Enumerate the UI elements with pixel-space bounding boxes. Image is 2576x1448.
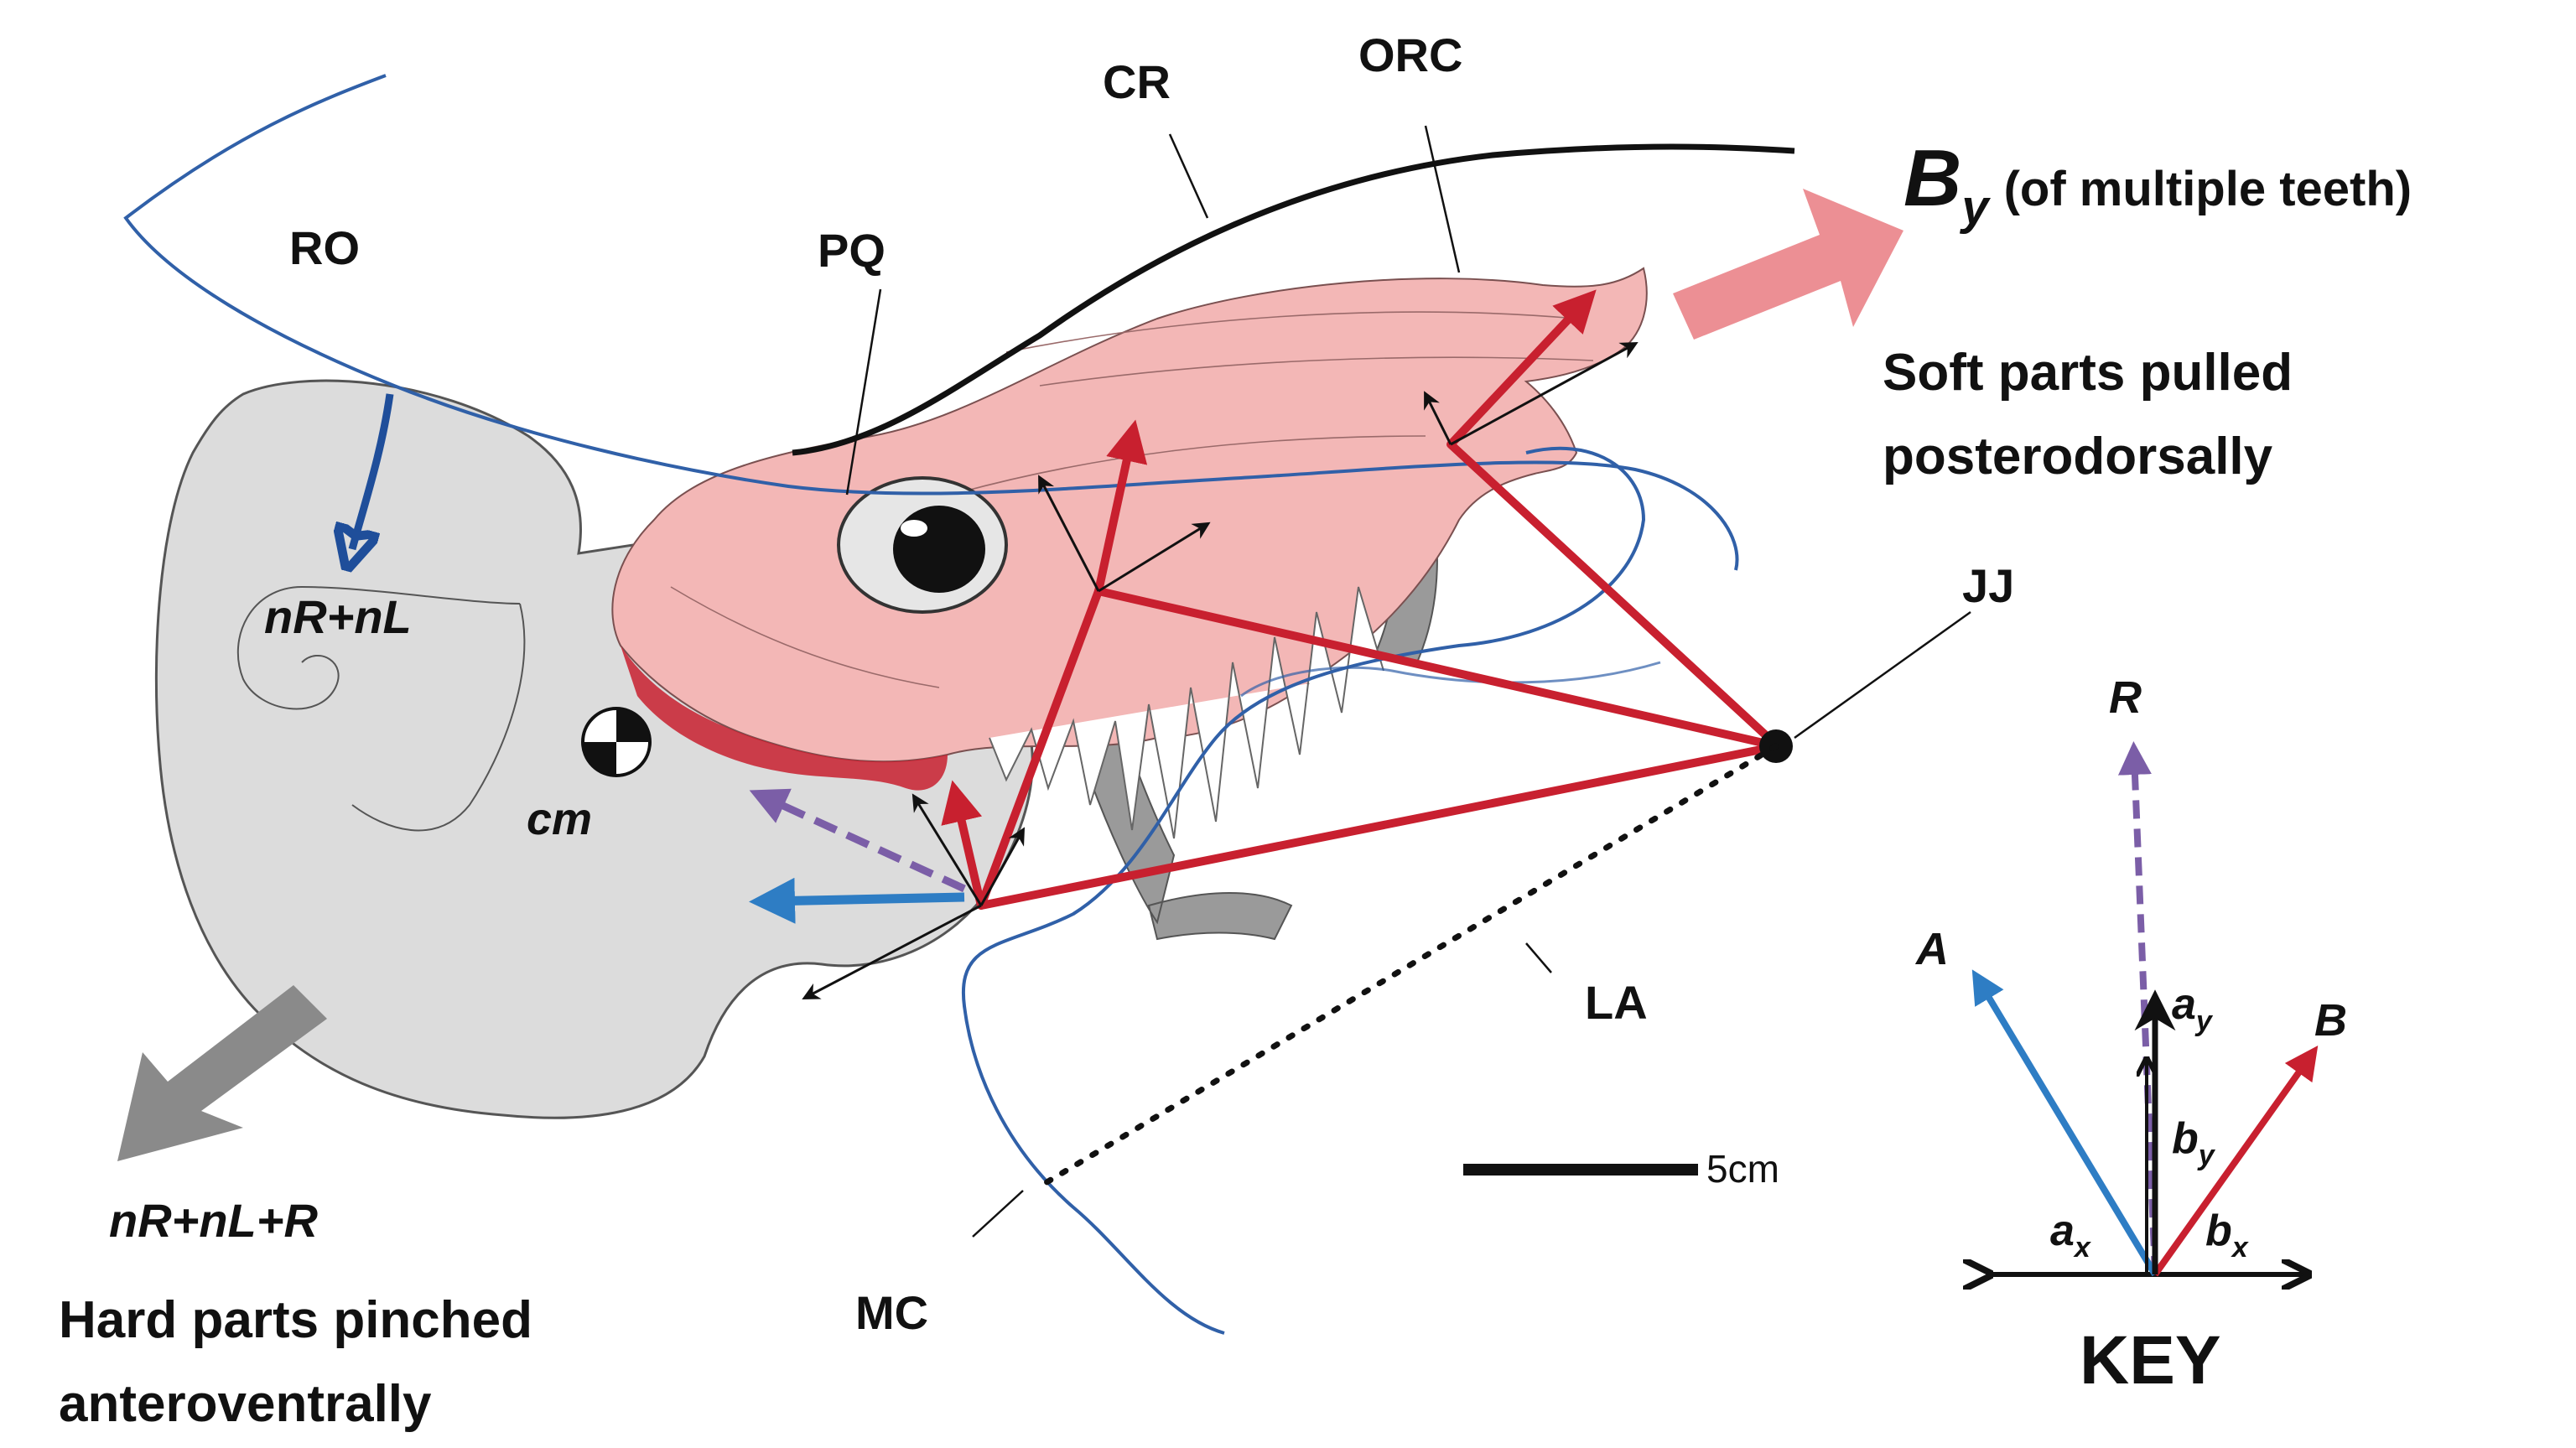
label-scale: 5cm	[1706, 1147, 1779, 1191]
key-bx-sub: x	[2231, 1232, 2250, 1264]
soft-parts-line1: Soft parts pulled	[1883, 344, 2293, 402]
eye-highlight	[901, 520, 927, 537]
by-callout-sub: y	[1959, 180, 1991, 235]
hard-parts-line2: anteroventrally	[59, 1375, 432, 1433]
head-detail-lines	[670, 311, 1594, 688]
key-title: KEY	[2080, 1322, 2221, 1399]
label-nr-nl: nR+nL	[264, 590, 412, 643]
label-jj: JJ	[1962, 559, 2014, 612]
force-lines	[977, 440, 1782, 910]
eye-pupil	[893, 506, 985, 593]
teeth-row	[989, 586, 1384, 839]
key-by-main: b	[2172, 1114, 2199, 1163]
key-ay-main: a	[2172, 980, 2196, 1029]
nr-nl-arrow	[352, 393, 394, 549]
key-b-arrow	[2152, 1045, 2319, 1277]
key-label-ax: ax	[2050, 1207, 2092, 1264]
key-ay-sub: y	[2194, 1005, 2214, 1037]
label-pointer-lines	[845, 125, 1971, 1238]
label-cr: CR	[1103, 55, 1171, 108]
key-label-ay: ay	[2172, 980, 2214, 1037]
key-diagram	[1971, 741, 2319, 1277]
key-label-a: A	[1914, 924, 1949, 974]
cranium-roof-line	[792, 143, 1795, 456]
blue-force-arrow	[749, 877, 965, 924]
label-orc: ORC	[1358, 29, 1462, 81]
by-callout: By(of multiple teeth)	[1903, 133, 2412, 235]
label-pq: PQ	[818, 224, 886, 277]
soft-head-shape	[611, 267, 1648, 763]
center-of-mass-symbol	[581, 707, 652, 777]
by-callout-note: (of multiple teeth)	[2004, 162, 2412, 216]
hard-parts-line1: Hard parts pinched	[59, 1291, 532, 1349]
key-a-arrow	[1971, 969, 2158, 1277]
label-nr-nl-r: nR+nL+R	[109, 1194, 318, 1247]
soft-parts-arrow	[1673, 189, 1903, 340]
purple-resultant-arrow	[749, 788, 966, 893]
lever-arm-dotted-line	[1036, 743, 1779, 1190]
key-bx-main: b	[2205, 1207, 2232, 1255]
key-label-r: R	[2109, 672, 2142, 723]
key-ax-main: a	[2050, 1207, 2075, 1255]
key-label-b: B	[2314, 995, 2347, 1046]
key-by-sub: y	[2197, 1139, 2216, 1171]
key-r-arrow	[2117, 741, 2158, 1275]
by-callout-main: B	[1903, 133, 1961, 223]
key-ax-sub: x	[2073, 1232, 2092, 1264]
jaw-outline-blue	[961, 446, 1646, 1335]
key-label-bx: bx	[2205, 1207, 2250, 1264]
label-ro: RO	[289, 221, 360, 274]
body-outline-blue	[123, 74, 1739, 571]
label-cm: cm	[527, 794, 592, 844]
lower-jaw-outline-blue	[1240, 661, 1661, 698]
key-label-by: by	[2172, 1114, 2216, 1171]
cartilage-spiral-line	[236, 585, 526, 832]
label-mc: MC	[855, 1286, 928, 1339]
red-gum-edge	[621, 646, 948, 791]
label-la: LA	[1585, 976, 1648, 1029]
red-arrow-lower	[941, 780, 985, 907]
component-arrows	[802, 341, 1639, 999]
soft-parts-line2: posterodorsally	[1883, 428, 2273, 485]
red-arrow-front	[1094, 419, 1148, 593]
red-arrow-top	[1447, 289, 1597, 448]
hard-parts-arrow	[117, 985, 327, 1161]
